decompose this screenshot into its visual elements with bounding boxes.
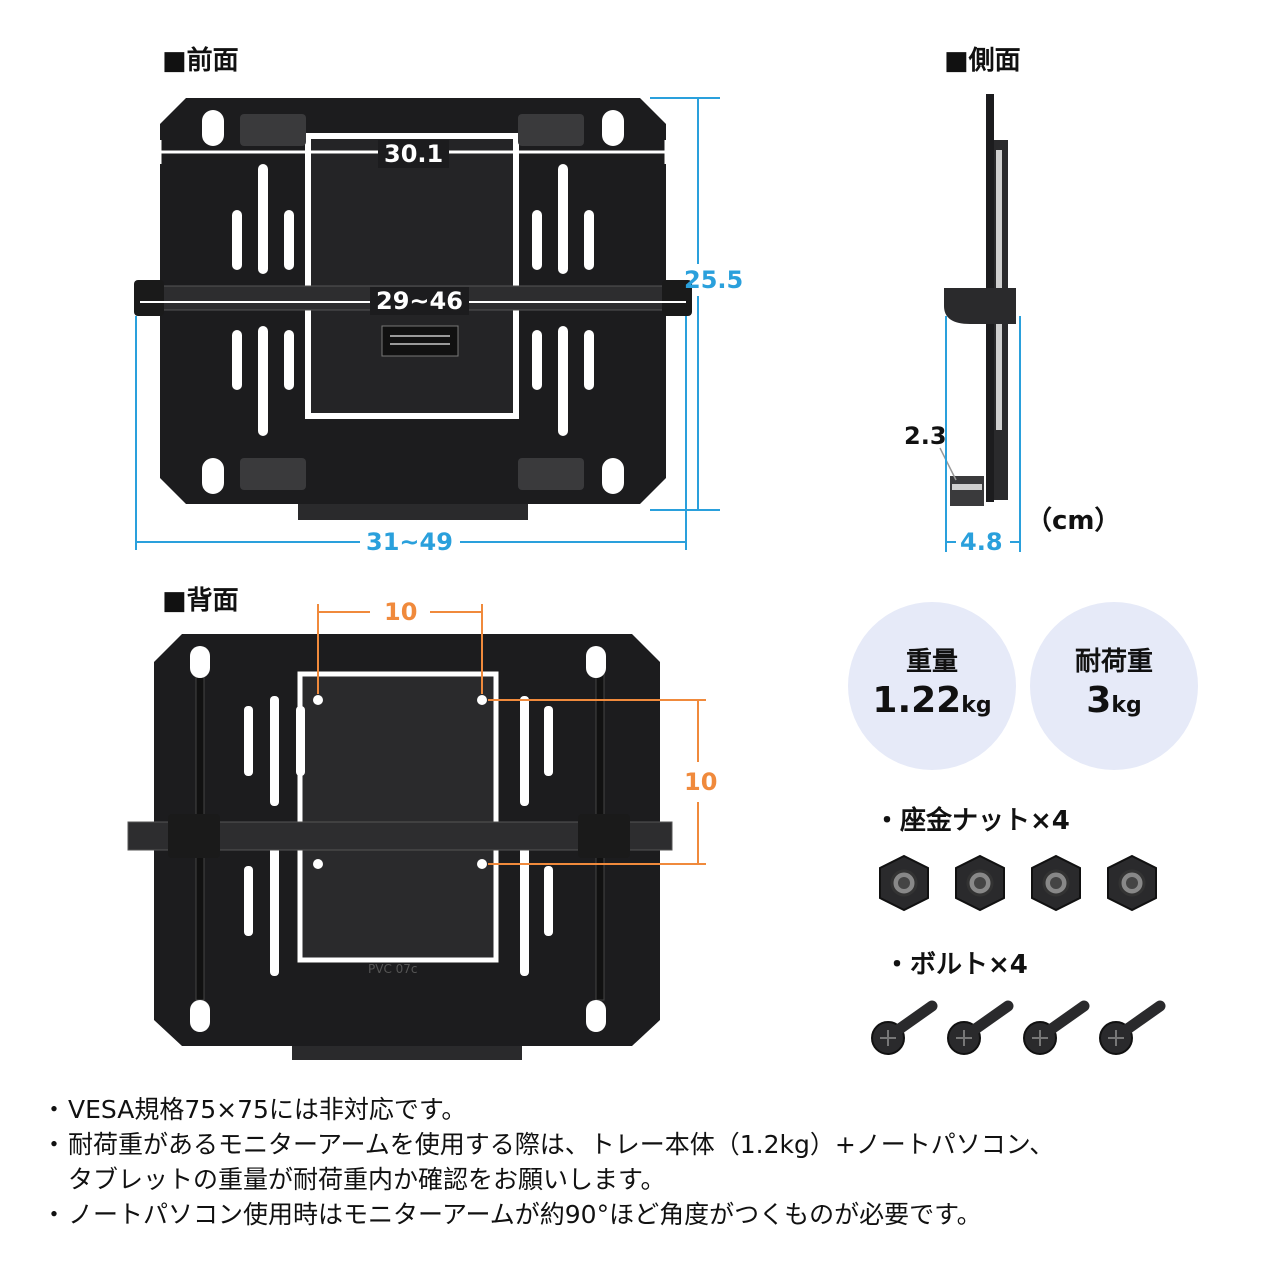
front-vent-slots-left xyxy=(232,164,294,436)
back-vesa-horizontal-value: 10 xyxy=(384,598,418,626)
note-item: ・耐荷重があるモニターアームを使用する際は、トレー本体（1.2kg）+ノートパソ… xyxy=(41,1130,1055,1194)
front-pad-br xyxy=(518,458,584,490)
bolts-image xyxy=(871,1000,1166,1055)
front-pad-tr xyxy=(518,114,584,146)
spec-load-capacity-circle: 耐荷重 3kg xyxy=(1030,602,1198,770)
back-view-diagram xyxy=(127,604,706,1060)
front-height-value: 25.5 xyxy=(684,266,744,294)
flange-nut-icon xyxy=(879,854,929,912)
side-view-diagram xyxy=(939,94,1021,552)
side-view-title: ■側面 xyxy=(944,46,1021,76)
front-lip xyxy=(298,504,528,520)
bolt-icon xyxy=(947,1000,1014,1055)
front-total-width-value: 31~49 xyxy=(366,528,453,556)
spec-weight-label: 重量 xyxy=(905,647,958,677)
front-pad-tl xyxy=(240,114,306,146)
front-width-top-value: 30.1 xyxy=(378,140,450,168)
flange-nut-icon xyxy=(1107,854,1157,912)
bolt-icon xyxy=(871,1000,938,1055)
flange-nut-icon xyxy=(1031,854,1081,912)
side-foot xyxy=(950,476,984,506)
front-strap-width-value: 29~46 xyxy=(370,287,469,315)
spec-weight-circle: 重量 1.22kg xyxy=(848,602,1016,770)
front-center-frame xyxy=(305,133,519,419)
back-plate-stamp: PVC 07c xyxy=(368,962,418,976)
back-center-frame xyxy=(297,671,499,963)
side-strap-clip xyxy=(944,288,1016,324)
unit-label: （cm） xyxy=(1026,506,1121,536)
accessory-bolts-label: ・ボルト×4 xyxy=(884,950,1028,980)
front-caution-label xyxy=(381,325,459,357)
note-item: ・VESA規格75×75には非対応です。 xyxy=(41,1095,467,1124)
front-view-title: ■前面 xyxy=(162,46,239,76)
spec-load-value: 3kg xyxy=(1086,680,1142,722)
notes-list: ・VESA規格75×75には非対応です。 ・耐荷重があるモニターアームを使用する… xyxy=(40,1092,1260,1232)
spec-load-label: 耐荷重 xyxy=(1074,647,1153,677)
accessory-nuts-label: ・座金ナット×4 xyxy=(874,806,1070,836)
back-view-title: ■背面 xyxy=(162,586,239,616)
bolt-icon xyxy=(1099,1000,1166,1055)
note-item: ・ノートパソコン使用時はモニターアームが約90°ほど角度がつくものが必要です。 xyxy=(41,1200,982,1229)
front-vent-slots-right xyxy=(532,164,594,436)
flange-nut-icon xyxy=(955,854,1005,912)
back-vent-slots xyxy=(244,696,553,976)
side-thickness-value: 2.3 xyxy=(904,422,947,450)
bolt-icon xyxy=(1023,1000,1090,1055)
spec-weight-value: 1.22kg xyxy=(872,680,992,722)
flange-nuts-image xyxy=(879,854,1157,912)
front-pad-bl xyxy=(240,458,306,490)
side-depth-value: 4.8 xyxy=(960,528,1003,556)
back-vesa-vertical-value: 10 xyxy=(684,768,718,796)
